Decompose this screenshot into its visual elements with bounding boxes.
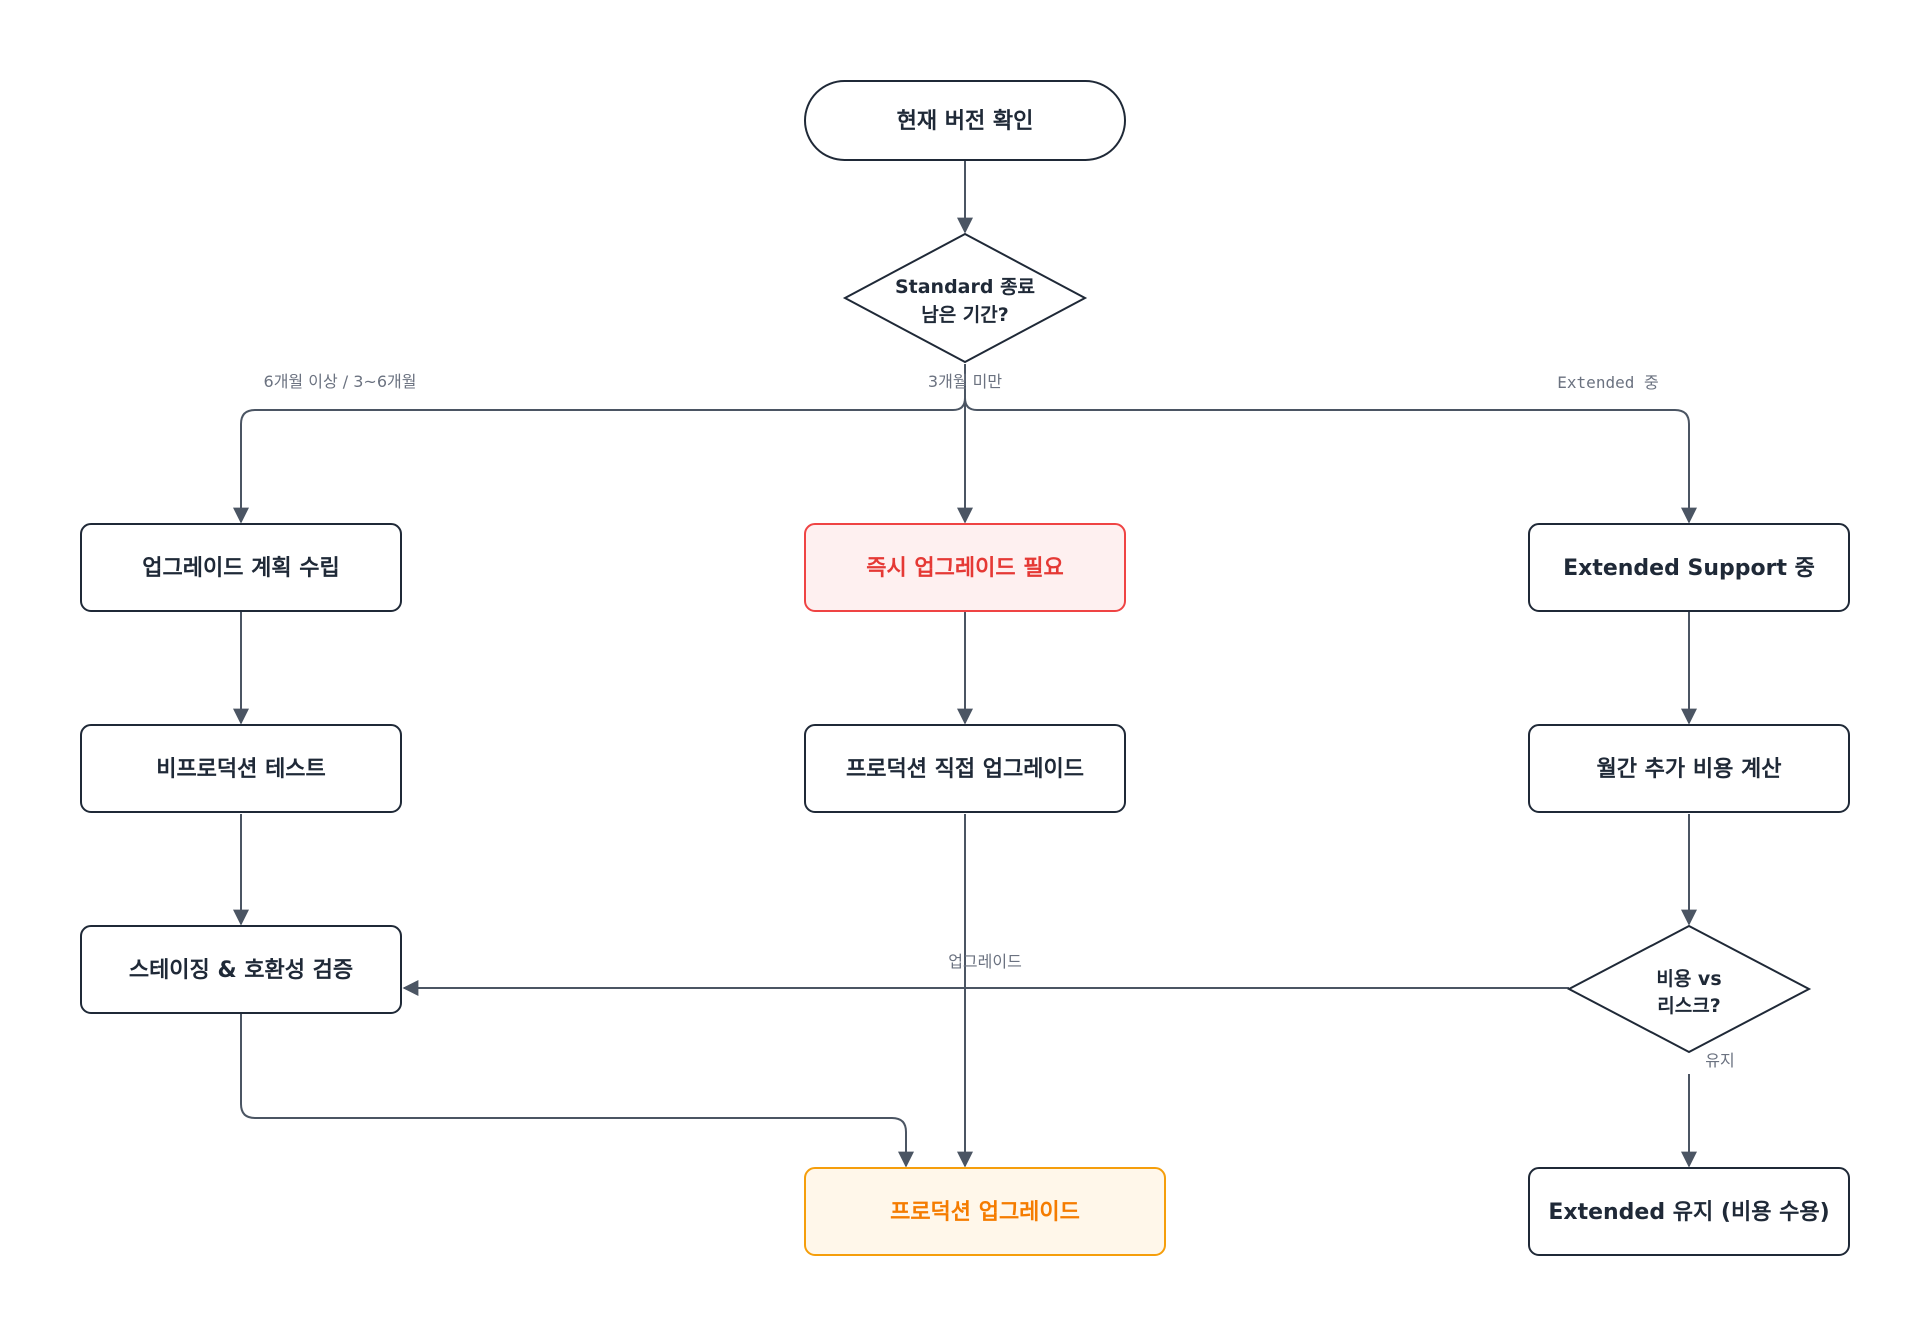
- node-prod-upgrade: 프로덕션 업그레이드: [804, 1167, 1166, 1256]
- edge-decision1-to-plan: [233, 364, 966, 524]
- node-nonprod: 비프로덕션 테스트: [80, 724, 402, 813]
- node-keep-extended-label: Extended 유지 (비용 수용): [1548, 1200, 1829, 1225]
- node-immediate-label: 즉시 업그레이드 필요: [866, 556, 1063, 581]
- node-extended: Extended Support 중: [1528, 523, 1850, 612]
- node-decision1-line2: 남은 기간?: [921, 304, 1009, 326]
- node-prod-direct: 프로덕션 직접 업그레이드: [804, 724, 1126, 813]
- node-decision1: Standard 종료 남은 기간?: [842, 232, 1088, 364]
- label-upgrade: 업그레이드: [948, 952, 1022, 971]
- node-decision2-line1: 비용 vs: [1656, 968, 1721, 990]
- node-keep-extended: Extended 유지 (비용 수용): [1528, 1167, 1850, 1256]
- node-plan-label: 업그레이드 계획 수립: [142, 556, 339, 581]
- edge-labels: 6개월 이상 / 3~6개월 3개월 미만 Extended 중 업그레이드 유…: [264, 372, 1735, 1070]
- node-start: 현재 버전 확인: [804, 80, 1126, 161]
- node-monthly-cost: 월간 추가 비용 계산: [1528, 724, 1850, 813]
- node-decision1-line1: Standard 종료: [895, 276, 1035, 298]
- node-extended-label: Extended Support 중: [1563, 556, 1815, 581]
- node-prod-upgrade-label: 프로덕션 업그레이드: [890, 1200, 1080, 1225]
- node-staging: 스테이징 & 호환성 검증: [80, 925, 402, 1014]
- node-start-label: 현재 버전 확인: [897, 109, 1034, 134]
- node-staging-label: 스테이징 & 호환성 검증: [129, 958, 353, 983]
- node-plan: 업그레이드 계획 수립: [80, 523, 402, 612]
- edge-decision1-to-extended: [964, 364, 1697, 524]
- label-six-months: 6개월 이상 / 3~6개월: [264, 372, 417, 391]
- node-decision2: 비용 vs 리스크?: [1566, 924, 1812, 1054]
- node-prod-direct-label: 프로덕션 직접 업그레이드: [846, 757, 1084, 782]
- edge-staging-to-produpgrade: [240, 1014, 914, 1168]
- label-under-three: 3개월 미만: [928, 372, 1002, 391]
- label-extended-ongoing: Extended 중: [1557, 373, 1658, 392]
- label-keep: 유지: [1705, 1051, 1734, 1070]
- node-decision2-line2: 리스크?: [1657, 995, 1720, 1017]
- node-immediate: 즉시 업그레이드 필요: [804, 523, 1126, 612]
- node-nonprod-label: 비프로덕션 테스트: [156, 757, 326, 782]
- node-monthly-cost-label: 월간 추가 비용 계산: [1597, 757, 1782, 782]
- edges: [233, 161, 1697, 1168]
